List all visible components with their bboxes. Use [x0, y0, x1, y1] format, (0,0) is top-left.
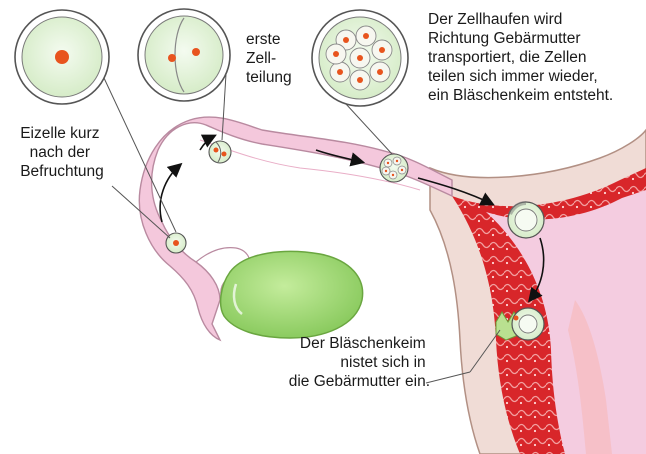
two-cell-in-tube — [209, 141, 231, 163]
label-morula-line: ein Bläschenkeim entsteht. — [428, 87, 613, 104]
label-zygote-line: Eizelle kurz — [20, 125, 99, 142]
uterus — [430, 130, 646, 454]
callout-morula — [312, 10, 408, 154]
ovary — [221, 251, 363, 338]
ovary-body — [221, 251, 363, 338]
label-first-division: erste Zell- teilung — [246, 31, 292, 86]
label-morula-line: transportiert, die Zellen — [428, 49, 587, 66]
label-morula-line: Der Zellhaufen wird — [428, 11, 562, 28]
morula-in-tube — [380, 154, 408, 182]
arrow-1 — [160, 165, 180, 222]
label-first-division-line: Zell- — [246, 50, 276, 67]
label-implantation-line: nistet sich in — [340, 354, 425, 371]
label-first-division-line: erste — [246, 31, 280, 48]
label-morula-line: Richtung Gebärmutter — [428, 30, 581, 47]
label-implantation: Der Bläschenkeim nistet sich in die Gebä… — [289, 335, 430, 390]
zygote-in-tube — [166, 233, 186, 253]
label-zygote-line: nach der — [30, 144, 90, 161]
label-implantation-line: Der Bläschenkeim — [300, 335, 426, 352]
label-morula: Der Zellhaufen wird Richtung Gebärmutter… — [428, 11, 613, 104]
label-morula-line: teilen sich immer wieder, — [428, 68, 598, 85]
label-first-division-line: teilung — [246, 69, 292, 86]
blastocyst-in-uterus — [508, 202, 544, 238]
label-zygote: Eizelle kurz nach der Befruchtung — [20, 125, 104, 180]
label-zygote-line: Befruchtung — [20, 163, 104, 180]
label-implantation-line: die Gebärmutter ein. — [289, 373, 430, 390]
